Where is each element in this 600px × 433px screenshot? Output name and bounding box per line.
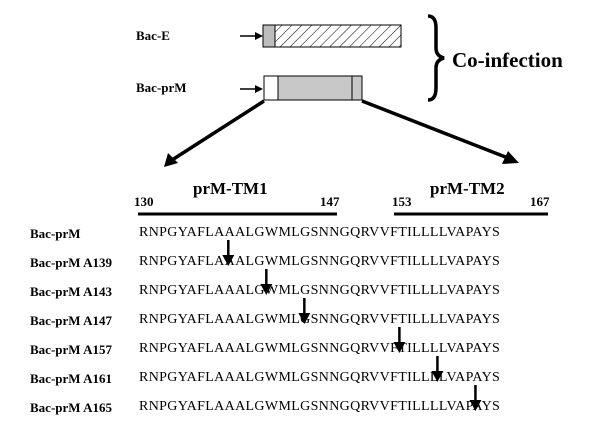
row-sequence: RNPGYAFLAAALGWMLGSNNGQRVVFTILLLLVAPAYS (139, 399, 501, 414)
expand-arrowhead-right (502, 151, 519, 164)
tm1-name: prM-TM1 (193, 179, 268, 198)
bac-e-arrowhead (255, 32, 263, 40)
bac-prm-tm-box (351, 75, 363, 101)
cleavage-arrow-head (469, 400, 482, 411)
coinfection-label: Co-infection (452, 48, 563, 72)
row-sequence: RNPGYAFLAAALGWMLGSNNGQRVVFTILLLLVAPAYS (139, 283, 501, 298)
cleavage-arrow-head (260, 284, 273, 295)
cleavage-arrow-head (393, 342, 406, 353)
bac-e-label: Bac-E (136, 28, 170, 43)
row-sequence: RNPGYAFLAAALGWMLGSNNGQRVVFTILLLLVAPAYS (139, 370, 501, 385)
row-label: Bac-prM A143 (30, 284, 112, 299)
cleavage-arrow-head (222, 255, 235, 266)
bac-prm-grey-box (277, 75, 353, 101)
tm2-name: prM-TM2 (430, 179, 505, 198)
bac-prm-white-box (263, 75, 279, 101)
bac-e-construct (240, 24, 402, 48)
expand-arrowhead-left (164, 153, 178, 167)
row-sequence: RNPGYAFLAAALGWMLGSNNGQRVVFTILLLLVAPAYS (139, 225, 501, 240)
row-label: Bac-prM A157 (30, 342, 112, 357)
row-label: Bac-prM A147 (30, 313, 112, 328)
bac-e-hatched-box (274, 24, 402, 48)
coinfection-brace (427, 14, 445, 102)
tm2-start: 153 (392, 194, 412, 209)
cleavage-arrows (222, 240, 482, 411)
cleavage-arrow-head (298, 313, 311, 324)
bac-prm-construct (240, 75, 363, 101)
row-label: Bac-prM (30, 226, 81, 241)
row-label: Bac-prM A161 (30, 371, 112, 386)
tm2-end: 167 (530, 194, 550, 209)
tm1-start: 130 (134, 194, 154, 209)
row-sequence: RNPGYAFLAAALGWMLGSNNGQRVVFTILLLLVAPAYS (139, 341, 501, 356)
expand-arrow-left (171, 99, 265, 162)
row-label: Bac-prM A139 (30, 255, 112, 270)
expand-arrow-right (361, 99, 509, 160)
bac-prm-label: Bac-prM (136, 80, 187, 95)
tm1-end: 147 (320, 194, 340, 209)
bac-e-signal-box (262, 24, 276, 48)
row-label: Bac-prM A165 (30, 400, 112, 415)
row-sequence: RNPGYAFLAAALGWMLGSNNGQRVVFTILLLLVAPAYS (139, 254, 501, 269)
row-sequence: RNPGYAFLAAALGWMLGSNNGQRVVFTILLLLVAPAYS (139, 312, 501, 327)
cleavage-arrow-head (431, 371, 444, 382)
bac-prm-arrowhead (255, 85, 263, 93)
